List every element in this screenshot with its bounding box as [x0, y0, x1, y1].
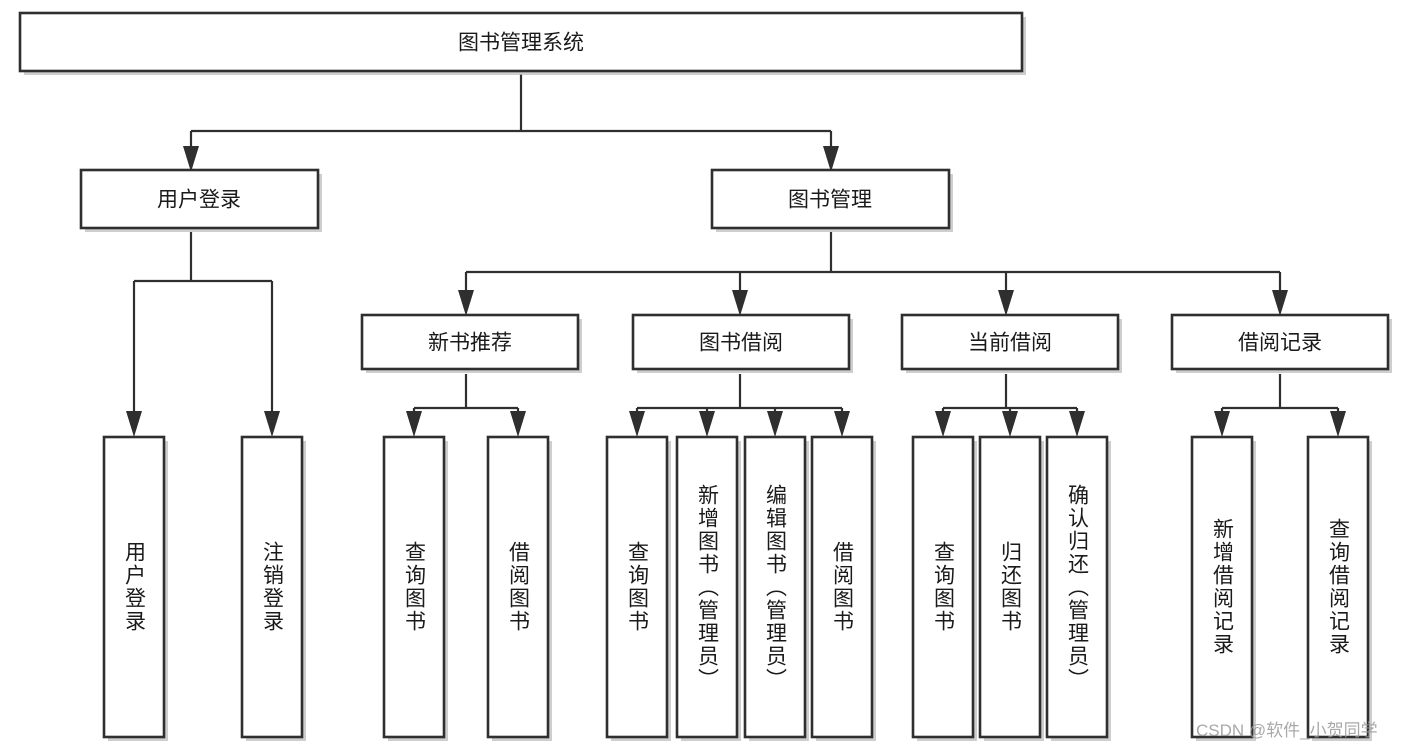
connector-group-new-book-recommend — [406, 374, 526, 437]
leaf-borrow-book-2-box[interactable] — [810, 435, 874, 739]
arrowhead-new-book-recommend — [458, 290, 474, 316]
node-new-book-recommend[interactable]: 新书推荐 — [360, 313, 582, 373]
leaf-user-login-box[interactable] — [102, 435, 166, 739]
arrowhead-leaf-return-book — [1002, 411, 1018, 437]
arrowhead-leaf-edit-book — [767, 411, 783, 437]
node-borrow-record-box[interactable] — [1170, 313, 1390, 371]
csdn-watermark: CSDN @软件_小贺同学 — [1196, 721, 1378, 740]
leaf-add-record-box[interactable] — [1190, 435, 1254, 739]
leaf-query-book-2-box[interactable] — [605, 435, 669, 739]
arrowhead-leaf-borrow-book-2 — [834, 411, 850, 437]
arrowhead-leaf-query-book-3 — [935, 411, 951, 437]
arrowhead-leaf-add-record — [1214, 411, 1230, 437]
arrowhead-leaf-logout — [264, 411, 280, 437]
node-user-login-box[interactable] — [79, 168, 320, 230]
arrowhead-leaf-query-record — [1330, 411, 1346, 437]
node-book-manage-box[interactable] — [710, 168, 951, 230]
leaf-logout-box[interactable] — [240, 435, 304, 739]
connector-group-user-login — [126, 232, 280, 437]
node-book-manage-label: 图书管理 — [788, 189, 872, 212]
node-new-book-recommend-label: 新书推荐 — [428, 332, 512, 355]
node-user-login[interactable]: 用户登录 — [79, 168, 322, 232]
leaf-query-record-box[interactable] — [1306, 435, 1370, 739]
node-current-borrow[interactable]: 当前借阅 — [900, 313, 1122, 373]
arrowhead-leaf-query-book-2 — [629, 411, 645, 437]
node-root-label: 图书管理系统 — [458, 32, 584, 55]
arrowhead-user-login — [183, 146, 199, 172]
node-borrow-record-label: 借阅记录 — [1238, 332, 1322, 355]
node-current-borrow-label: 当前借阅 — [968, 332, 1052, 355]
arrowhead-book-manage — [823, 146, 839, 172]
connector-group-current-borrow — [935, 374, 1085, 437]
leaf-add-book-box[interactable] — [675, 435, 739, 739]
arrowhead-book-borrow — [732, 290, 748, 316]
connector-group-book-manage — [458, 232, 1288, 316]
arrowhead-leaf-query-book-1 — [406, 411, 422, 437]
node-book-borrow-label: 图书借阅 — [699, 332, 783, 355]
node-current-borrow-box[interactable] — [900, 313, 1120, 371]
leaf-query-book-3-box[interactable] — [911, 435, 975, 739]
leaf-return-book-box[interactable] — [978, 435, 1042, 739]
node-new-book-recommend-box[interactable] — [360, 313, 580, 371]
leaf-confirm-return-box[interactable] — [1045, 435, 1109, 739]
arrowhead-leaf-add-book — [699, 411, 715, 437]
node-root[interactable]: 图书管理系统 — [18, 11, 1026, 75]
node-book-borrow-box[interactable] — [631, 313, 851, 371]
arrowhead-leaf-confirm-return — [1069, 411, 1085, 437]
connector-group-book-borrow — [629, 374, 850, 437]
arrowhead-leaf-user-login — [126, 411, 142, 437]
arrowhead-borrow-record — [1272, 290, 1288, 316]
node-borrow-record[interactable]: 借阅记录 — [1170, 313, 1392, 373]
node-book-borrow[interactable]: 图书借阅 — [631, 313, 853, 373]
connector-group-borrow-record — [1214, 374, 1346, 437]
node-user-login-label: 用户登录 — [157, 189, 241, 212]
arrowhead-current-borrow — [998, 290, 1014, 316]
node-root-box[interactable] — [18, 11, 1024, 73]
node-book-manage[interactable]: 图书管理 — [710, 168, 953, 232]
arrowhead-leaf-borrow-book-1 — [510, 411, 526, 437]
connector-group-root — [183, 74, 839, 172]
leaf-query-book-1-box[interactable] — [382, 435, 446, 739]
leaf-boxes-group — [102, 435, 1372, 741]
leaf-borrow-book-1-box[interactable] — [486, 435, 550, 739]
leaf-edit-book-box[interactable] — [743, 435, 807, 739]
